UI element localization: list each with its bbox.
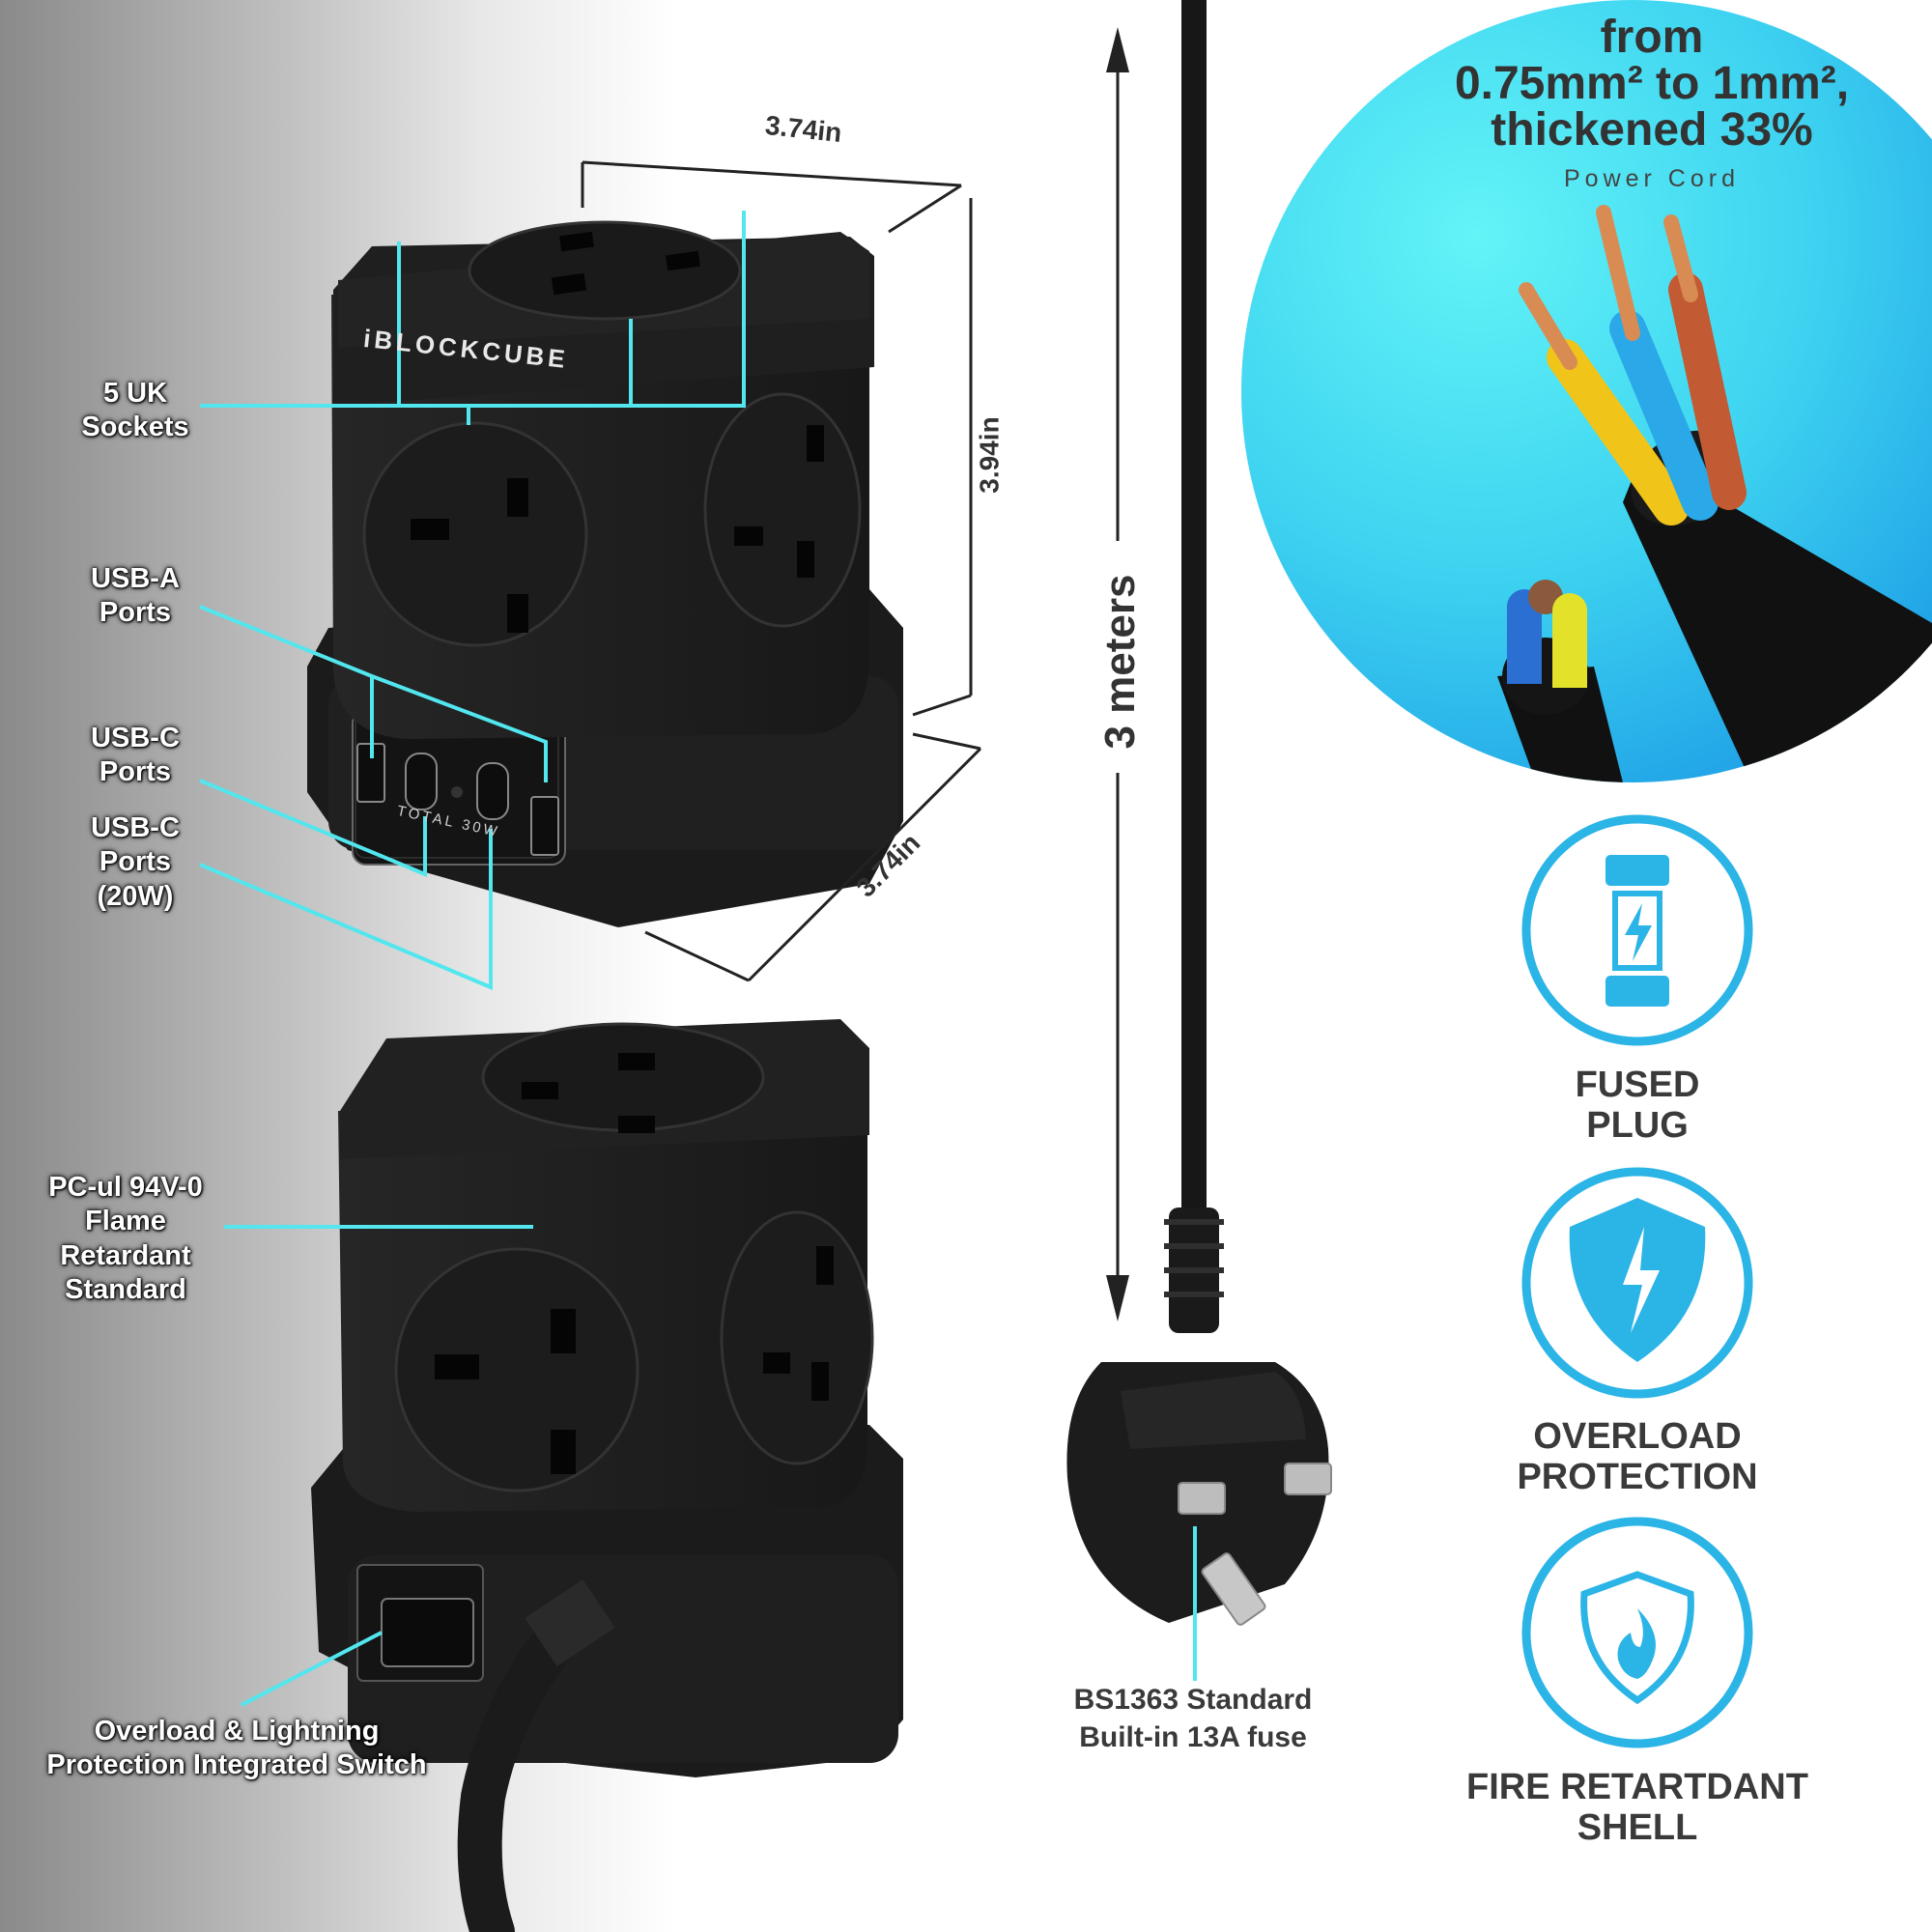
cord-spec-title: from 0.75mm² to 1mm², thickened 33% Powe… xyxy=(1454,12,1850,192)
fuse-icon xyxy=(1521,814,1753,1046)
fire-shield-icon xyxy=(1521,1517,1753,1748)
cord-length-dimension: 3 meters xyxy=(1096,574,1144,750)
callout-lines xyxy=(199,211,1197,1707)
cube-bottom xyxy=(311,1019,903,1932)
lightning-shield-icon xyxy=(1521,1167,1753,1399)
height-dimension: 3.94in xyxy=(974,416,1005,494)
cord-cross-section xyxy=(1497,205,1932,782)
power-cord xyxy=(1066,0,1332,1626)
dimension-lines xyxy=(581,39,1120,1309)
